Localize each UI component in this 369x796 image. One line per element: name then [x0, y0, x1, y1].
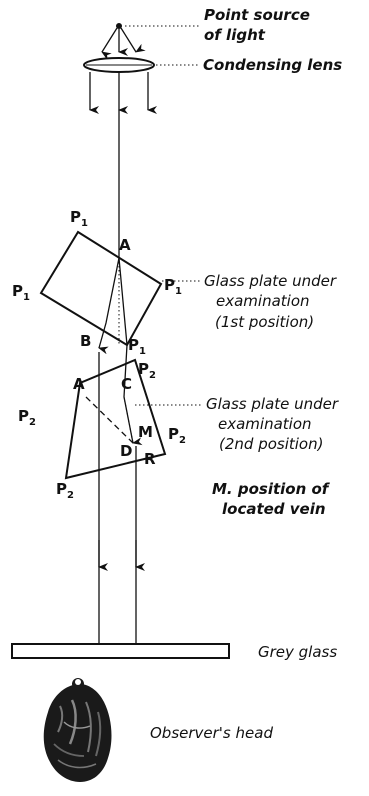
label-point-a-first: A — [119, 236, 131, 254]
label-p2-left: P2 — [18, 407, 36, 428]
caption-grey-glass: Grey glass — [258, 643, 337, 661]
caption-vein-line2: located vein — [222, 500, 326, 518]
label-p2-right: P2 — [168, 425, 186, 446]
label-p1-top: P1 — [70, 208, 88, 229]
caption-condensing-lens: Condensing lens — [203, 56, 342, 74]
caption-point-source-line2: of light — [204, 26, 266, 44]
ray-a-to-p1-lower — [118, 257, 128, 346]
label-p2-top: P2 — [138, 360, 156, 381]
label-p1-right: P1 — [164, 276, 182, 297]
source-ray-left — [101, 27, 118, 61]
label-point-a-second: A — [73, 375, 85, 393]
glass-plate-first-position — [39, 230, 163, 347]
label-point-m: M — [138, 423, 153, 441]
grey-glass-plate — [11, 643, 230, 659]
dashed-path-a-to-m — [85, 396, 134, 444]
label-point-r: R — [144, 450, 156, 468]
caption-plate-first-line1: Glass plate under — [204, 272, 337, 290]
caption-plate-first-line3: (1st position) — [215, 313, 314, 331]
label-point-d: D — [120, 442, 132, 460]
ray-through-second-plate — [123, 344, 143, 446]
caption-plate-second-line1: Glass plate under — [206, 395, 339, 413]
label-point-c: C — [121, 375, 132, 393]
refracted-ray-first-plate — [98, 257, 120, 355]
label-p1-left: P1 — [12, 282, 30, 303]
source-ray-right — [120, 27, 146, 53]
observer-head-illustration — [43, 678, 112, 782]
glass-plate-second-position — [64, 358, 167, 480]
label-point-b: B — [80, 332, 91, 350]
point-source-dot — [116, 23, 122, 29]
caption-plate-second-line3: (2nd position) — [219, 435, 323, 453]
caption-point-source-line1: Point source — [204, 6, 310, 24]
caption-vein-line1: M. position of — [212, 480, 331, 498]
label-p1-bottom: P1 — [128, 336, 146, 357]
caption-observer-head: Observer's head — [150, 724, 273, 742]
caption-plate-second-line2: examination — [218, 415, 312, 433]
caption-plate-first-line2: examination — [216, 292, 310, 310]
label-p2-bottom: P2 — [56, 480, 74, 501]
